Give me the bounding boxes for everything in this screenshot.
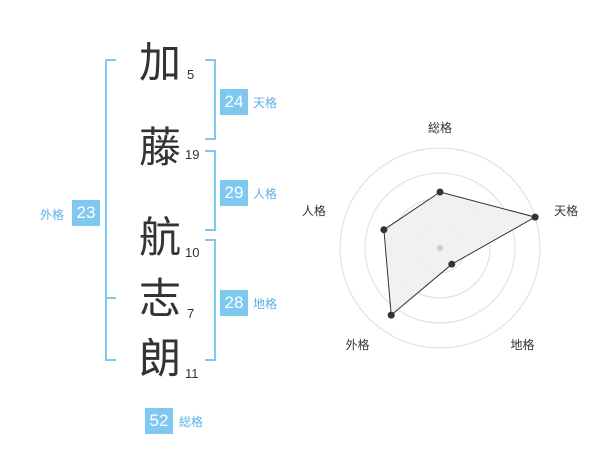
radar-point (436, 188, 444, 196)
gaikaku-label: 外格 (40, 208, 65, 222)
jinkaku-badge: 29 (220, 180, 248, 206)
soukaku-badge: 52 (145, 408, 173, 434)
radar-axis-label: 外格 (345, 337, 369, 352)
radar-point (448, 260, 456, 268)
radar-axis-label: 天格 (554, 203, 578, 218)
radar-axis-label: 人格 (302, 203, 326, 218)
radar-points (380, 188, 539, 319)
stroke-count-2: 19 (185, 147, 200, 162)
stroke-count-5: 11 (185, 366, 199, 381)
radar-point (380, 226, 388, 234)
name-char-1: 加 (139, 38, 182, 87)
tenkaku-label: 天格 (253, 96, 278, 110)
radar-point (531, 213, 539, 221)
stroke-count-3: 10 (185, 245, 200, 260)
gaikaku-bracket (105, 59, 116, 361)
jinkaku-bracket (205, 150, 216, 231)
chikaku-badge: 28 (220, 290, 248, 316)
radar-axis-label: 地格 (511, 337, 535, 352)
radar-center-dot (437, 245, 443, 251)
name-char-4: 志 (139, 274, 182, 323)
radar-polygon (383, 191, 537, 317)
radar-ring (364, 172, 516, 324)
kakusu-brackets (105, 59, 216, 361)
stroke-count-1: 5 (187, 67, 195, 82)
soukaku-label: 総格 (179, 415, 204, 429)
tenkaku-bracket (205, 59, 216, 140)
name-char-5: 朗 (139, 334, 182, 383)
tenkaku-badge: 24 (220, 89, 248, 115)
radar-axis-label: 総格 (428, 120, 452, 135)
chikaku-label: 地格 (253, 297, 278, 311)
name-char-2: 藤 (139, 123, 182, 172)
jinkaku-label: 人格 (253, 187, 278, 201)
gaikaku-badge: 23 (72, 200, 100, 226)
chikaku-bracket (205, 239, 216, 361)
name-char-3: 航 (139, 213, 182, 262)
radar-point (387, 311, 395, 319)
stroke-count-4: 7 (187, 306, 195, 321)
radar-ring (339, 147, 541, 349)
